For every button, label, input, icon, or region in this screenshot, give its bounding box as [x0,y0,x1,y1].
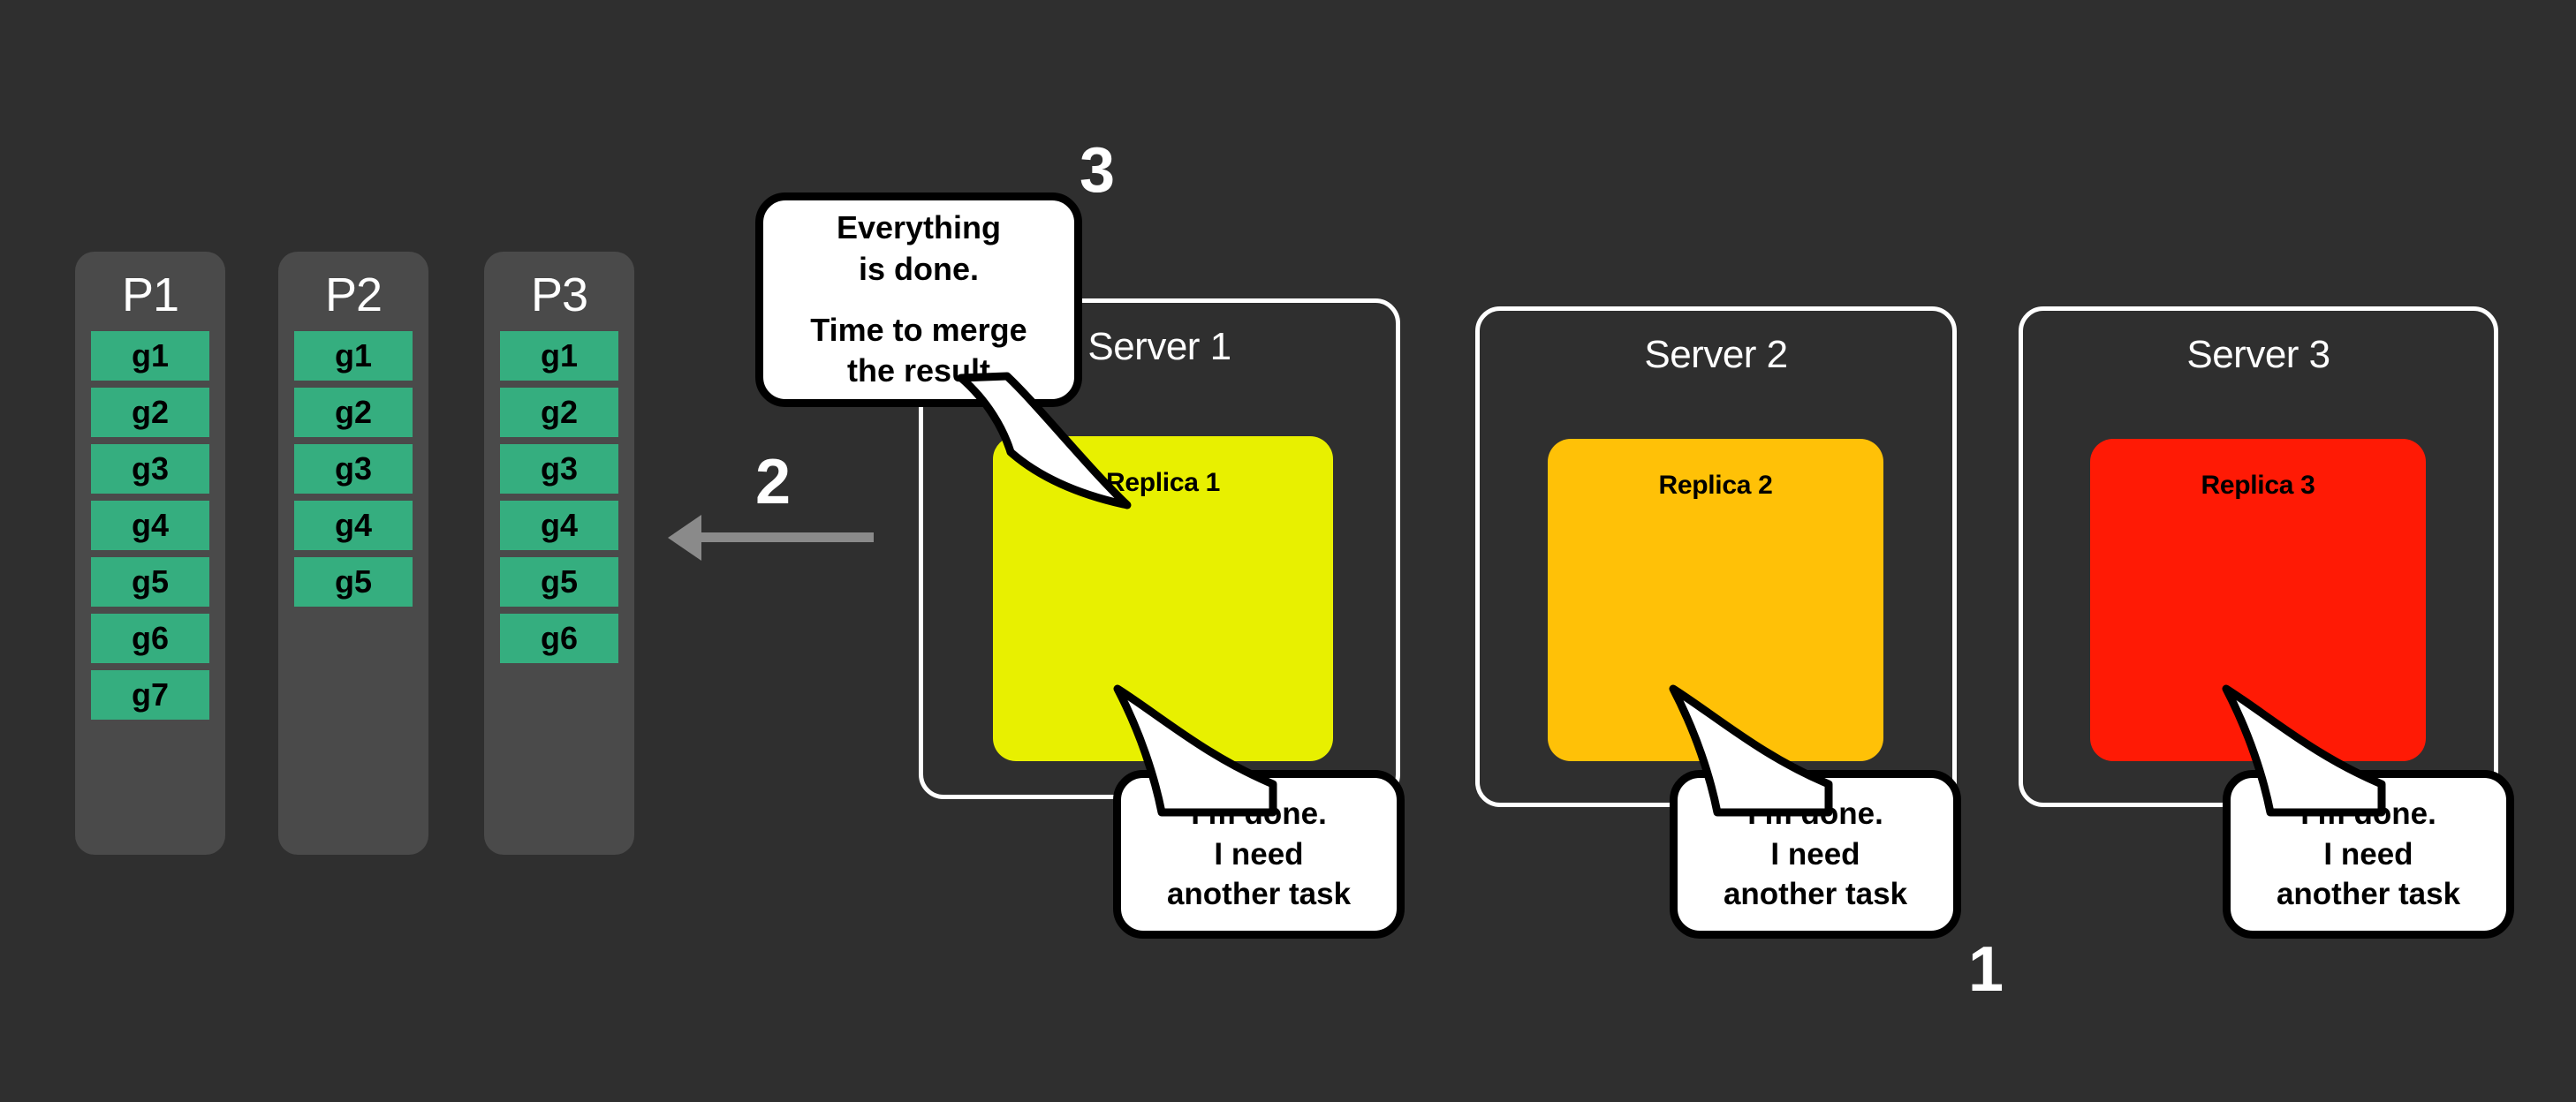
done3-line-1: I’m done. [2300,796,2436,832]
done2-line-1: I’m done. [1747,796,1883,832]
task-block: g3 [500,444,618,494]
replica-block-1: Replica 1 [993,436,1333,761]
done2-line-2: I need [1770,836,1860,872]
replica-block-2: Replica 2 [1548,439,1883,761]
task-block: g2 [91,388,209,437]
server-title-1: Server 1 [1087,325,1231,368]
partition-column-p3: P3 g1 g2 g3 g4 g5 g6 [484,252,634,855]
partition-title-p3: P3 [530,268,588,321]
task-block: g2 [294,388,413,437]
task-block: g1 [500,331,618,381]
replica-label-1: Replica 1 [1105,468,1221,497]
replica-label-3: Replica 3 [2201,471,2315,500]
merge-line-1: Everything [836,208,1002,245]
speech-bubble-done-2: I’m done. I need another task [1670,770,1961,939]
speech-bubble-merge-text: Everything is done. Time to merge the re… [810,208,1027,392]
merge-line-2: is done. [858,250,979,287]
speech-bubble-done-3: I’m done. I need another task [2223,770,2514,939]
done3-line-2: I need [2323,836,2413,872]
done1-line-1: I’m done. [1191,796,1327,832]
speech-bubble-done-1-text: I’m done. I need another task [1167,794,1351,915]
task-block: g5 [91,557,209,607]
step-number-1: 1 [1968,934,2004,1005]
task-block: g2 [500,388,618,437]
task-block: g4 [91,501,209,550]
task-block: g1 [91,331,209,381]
server-title-3: Server 3 [2186,333,2330,376]
speech-bubble-done-2-text: I’m done. I need another task [1724,794,1907,915]
replica-block-3: Replica 3 [2090,439,2426,761]
task-block: g7 [91,670,209,720]
speech-bubble-merge: Everything is done. Time to merge the re… [755,192,1082,407]
partition-column-p1: P1 g1 g2 g3 g4 g5 g6 g7 [75,252,225,855]
merge-line-4: the result [846,352,991,389]
task-block: g1 [294,331,413,381]
task-block: g6 [91,614,209,663]
done2-line-3: another task [1723,877,1908,912]
done1-line-2: I need [1214,836,1304,872]
task-block: g4 [294,501,413,550]
merge-arrow-head [668,515,701,561]
task-block: g5 [294,557,413,607]
speech-bubble-done-1: I’m done. I need another task [1113,770,1405,939]
done1-line-3: another task [1166,877,1352,912]
partition-column-p2: P2 g1 g2 g3 g4 g5 [278,252,428,855]
task-block: g4 [500,501,618,550]
partition-title-p2: P2 [324,268,383,321]
merge-arrow-line [701,532,874,542]
step-number-2: 2 [755,447,791,517]
done3-line-3: another task [2276,877,2461,912]
partition-title-p1: P1 [121,268,179,321]
server-title-2: Server 2 [1644,333,1788,376]
task-block: g5 [500,557,618,607]
task-block: g6 [500,614,618,663]
task-block: g3 [91,444,209,494]
task-block: g3 [294,444,413,494]
speech-bubble-done-3-text: I’m done. I need another task [2277,794,2460,915]
replica-label-2: Replica 2 [1658,471,1773,500]
merge-line-3: Time to merge [810,311,1027,348]
step-number-3: 3 [1080,135,1115,206]
